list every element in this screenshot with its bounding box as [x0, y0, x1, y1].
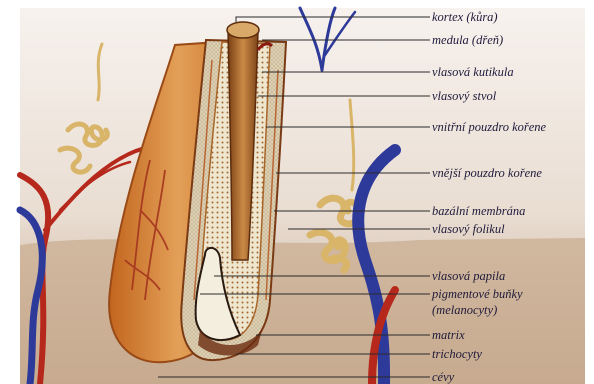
label-matrix: matrix [432, 328, 465, 342]
label-kutikula: vlasová kutikula [432, 65, 514, 79]
label-vnejsi: vnější pouzdro kořene [432, 166, 542, 180]
label-kortex: kortex (kůra) [432, 10, 498, 24]
label-vnitrni: vnitřní pouzdro kořene [432, 120, 546, 134]
label-pigment-line1: pigmentové buňky [432, 287, 523, 301]
label-pigment-line2: (melanocyty) [432, 303, 497, 317]
label-papila: vlasová papila [432, 269, 505, 283]
label-folikul: vlasový folikul [432, 222, 505, 236]
label-medula: medula (dřeň) [432, 33, 503, 47]
label-cevy: cévy [432, 370, 454, 384]
label-bazalni: bazální membrána [432, 204, 525, 218]
label-trichocyty: trichocyty [432, 347, 482, 361]
label-stvol: vlasový stvol [432, 89, 496, 103]
